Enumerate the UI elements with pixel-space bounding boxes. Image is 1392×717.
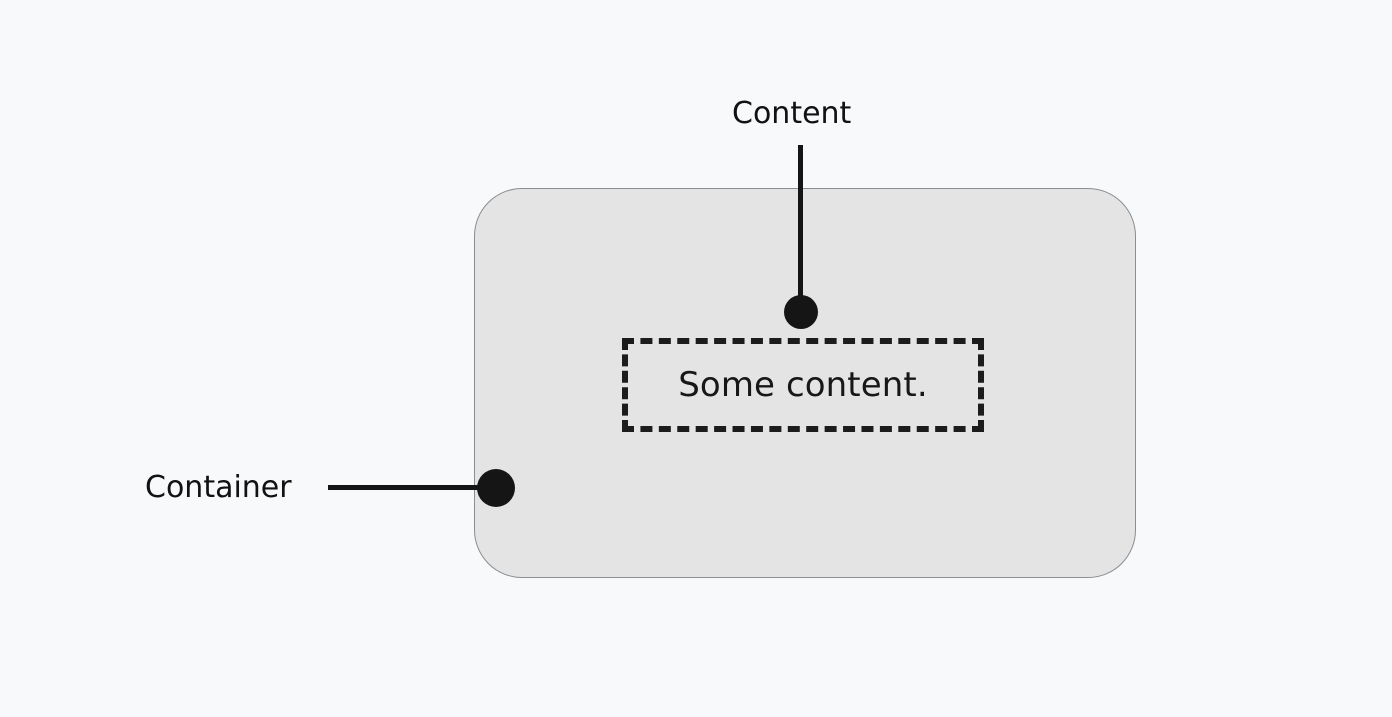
leader-line-container <box>328 485 498 490</box>
leader-line-content <box>798 145 803 313</box>
content-text: Some content. <box>678 365 928 405</box>
annotation-label-content: Content <box>732 96 852 131</box>
leader-dot-content <box>784 295 818 329</box>
content-box[interactable]: Some content. <box>622 338 984 432</box>
leader-dot-container <box>477 469 515 507</box>
annotation-label-container: Container <box>145 470 292 505</box>
container-box[interactable] <box>474 188 1136 578</box>
